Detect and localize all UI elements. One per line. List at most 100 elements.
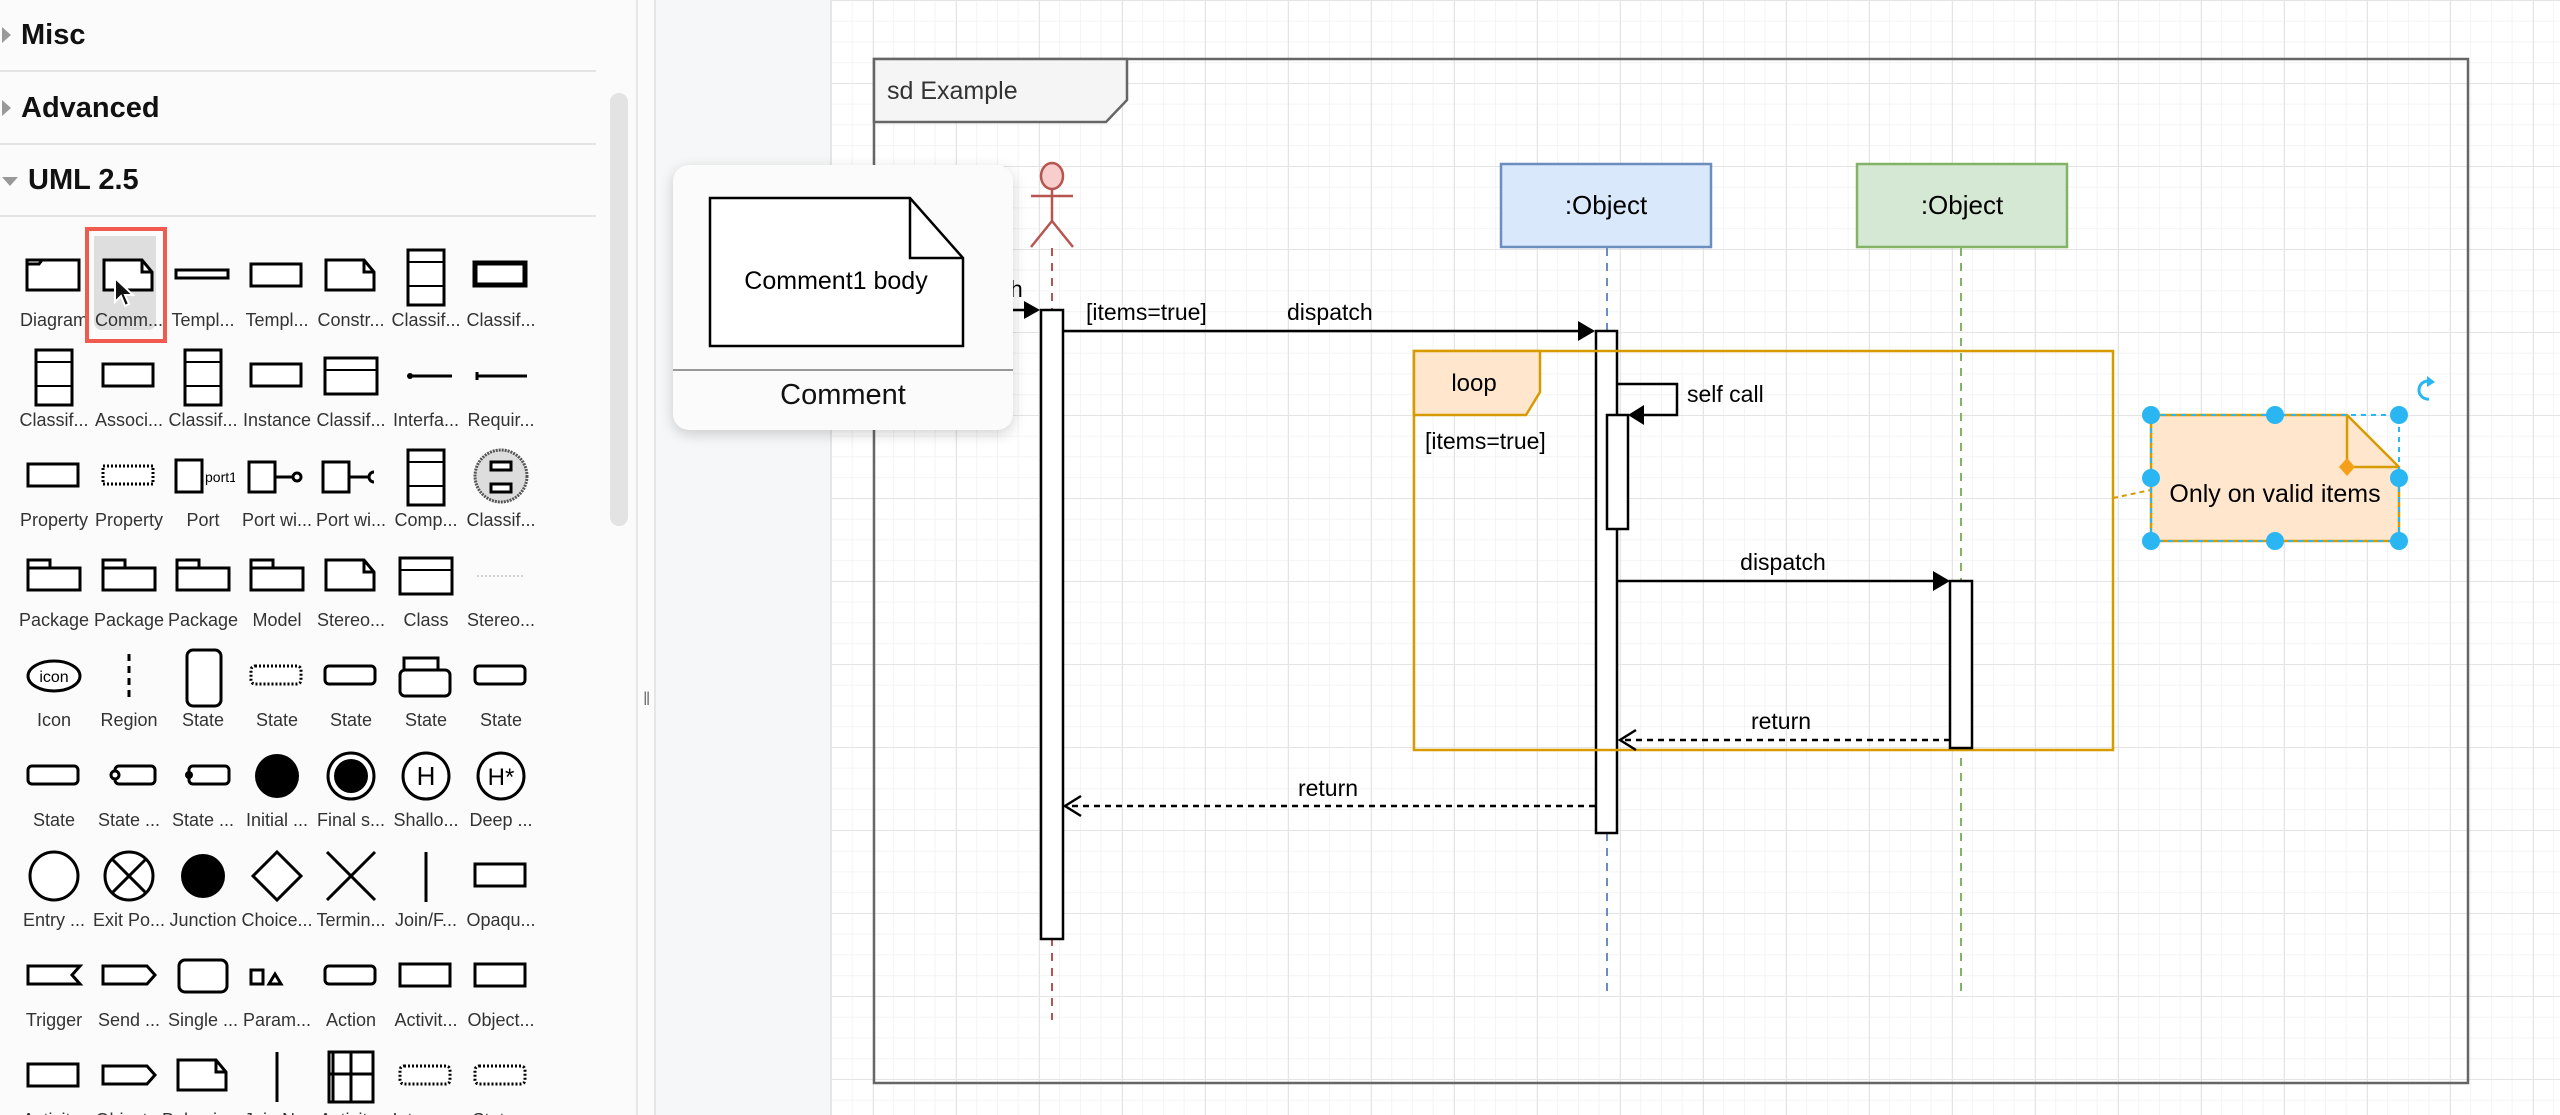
palette-item[interactable]: Choice... <box>240 846 314 946</box>
rotate-handle-icon[interactable] <box>2417 376 2435 401</box>
palette-item[interactable]: State <box>314 646 388 746</box>
palette-item[interactable]: Activit... <box>389 946 463 1046</box>
palette-item[interactable]: Class <box>389 546 463 646</box>
palette-item[interactable]: Diagram <box>17 246 91 346</box>
palette-item[interactable]: Package <box>17 546 91 646</box>
palette-item[interactable]: Behavior... <box>162 1046 244 1115</box>
palette-item[interactable]: Initial ... <box>240 746 314 846</box>
self-call-message[interactable] <box>1617 382 1679 417</box>
palette-item[interactable]: Port wi... <box>240 446 314 546</box>
loop-tab <box>1412 349 1542 417</box>
palette-item[interactable]: Activit... <box>17 1046 91 1115</box>
palette-item[interactable]: Constr... <box>314 246 388 346</box>
palette-item[interactable]: Package <box>166 546 240 646</box>
palette-item[interactable]: H*Deep ... <box>464 746 538 846</box>
palette-item[interactable]: Send ... <box>92 946 166 1046</box>
port-shape-icon: port1 <box>174 458 235 494</box>
palette-item[interactable]: Classif... <box>464 246 538 346</box>
section-misc[interactable]: Misc <box>0 0 596 72</box>
svg-text:port1: port1 <box>205 469 235 485</box>
palette-item[interactable]: Object... <box>92 1046 166 1115</box>
palette-item[interactable]: Requir... <box>464 346 538 446</box>
fold-adjust-handle[interactable] <box>2339 458 2355 476</box>
section-uml[interactable]: UML 2.5 <box>0 145 596 217</box>
actor-activation[interactable] <box>1039 308 1065 941</box>
circle-shape-icon <box>28 850 80 902</box>
palette-item[interactable]: Interfa... <box>389 346 463 446</box>
palette-item[interactable]: Param... <box>240 946 314 1046</box>
object2-activation[interactable] <box>1948 579 1974 750</box>
round-shape-icon <box>323 664 377 686</box>
palette-item[interactable]: State <box>240 646 314 746</box>
palette-item[interactable]: Join N... <box>240 1046 314 1115</box>
palette-item[interactable]: Templ... <box>166 246 240 346</box>
palette-item[interactable]: Classif... <box>464 446 538 546</box>
palette-item-label: Final s... <box>316 810 386 830</box>
object1-box[interactable] <box>1499 162 1713 249</box>
palette-item[interactable]: Termin... <box>314 846 388 946</box>
palette-item[interactable]: Stereo... <box>464 546 538 646</box>
resize-handles[interactable] <box>2142 406 2408 550</box>
palette-item[interactable]: Join/F... <box>389 846 463 946</box>
palette-item[interactable]: State <box>166 646 240 746</box>
sd-frame[interactable] <box>872 57 2470 1085</box>
note-shape[interactable] <box>2149 413 2401 543</box>
palette-item[interactable]: Region <box>92 646 166 746</box>
palette-item-label: Param... <box>242 1010 312 1030</box>
svg-text:icon: icon <box>39 669 68 686</box>
palette-item-label: State <box>479 710 523 730</box>
palette-item[interactable]: State <box>389 646 463 746</box>
palette-item-label: State ... <box>97 810 161 830</box>
palette-item[interactable]: Classif... <box>314 346 388 446</box>
palette-item[interactable]: Object... <box>464 946 538 1046</box>
palette-item[interactable]: Classif... <box>17 346 91 446</box>
palette-item[interactable]: Trigger <box>17 946 91 1046</box>
palette-item[interactable]: Junction <box>166 846 240 946</box>
section-advanced[interactable]: Advanced <box>0 73 596 145</box>
palette-item[interactable]: Final s... <box>314 746 388 846</box>
palette-item[interactable]: Associ... <box>92 346 166 446</box>
arrowhead-icon <box>1578 321 1595 341</box>
palette-item[interactable]: Classif... <box>166 346 240 446</box>
palette-item-label: Property <box>19 510 89 530</box>
palette-item[interactable]: Templ... <box>240 246 314 346</box>
palette-item[interactable]: Instance <box>240 346 314 446</box>
diagram-canvas[interactable]: sd Example h :Object :Object [items=true… <box>832 0 2560 1115</box>
palette-item[interactable]: Exit Po... <box>92 846 166 946</box>
sidebar-resize-handle[interactable]: ‖ <box>638 0 656 1115</box>
palette-item[interactable]: Action <box>314 946 388 1046</box>
section-title: Misc <box>21 18 86 51</box>
palette-item[interactable]: State ... <box>92 746 166 846</box>
palette-item[interactable]: Stereo... <box>314 546 388 646</box>
note-connector[interactable] <box>2112 489 2152 499</box>
palette-item[interactable]: Property <box>17 446 91 546</box>
palette-item[interactable]: Port wi... <box>314 446 388 546</box>
class-shape-icon <box>398 556 454 596</box>
palette-item[interactable]: Single ... <box>166 946 240 1046</box>
palette-item[interactable]: State <box>464 646 538 746</box>
guard-label: [items=true] <box>1086 299 1207 325</box>
palette-item[interactable]: Opaqu... <box>464 846 538 946</box>
object1-activation[interactable] <box>1594 329 1619 835</box>
object2-box[interactable] <box>1855 162 2069 249</box>
loop-fragment[interactable] <box>1412 349 2115 752</box>
actor[interactable] <box>1030 161 1074 248</box>
palette-item[interactable]: Interru... <box>389 1046 463 1115</box>
palette-item[interactable]: Comp... <box>389 446 463 546</box>
palette-item-label: Object... <box>88 1110 170 1115</box>
palette-item[interactable]: State ... <box>166 746 240 846</box>
palette-item[interactable]: Model <box>240 546 314 646</box>
palette-item[interactable]: State... <box>464 1046 538 1115</box>
palette-item[interactable]: Entry ... <box>17 846 91 946</box>
pentagon-shape-icon <box>101 1064 158 1086</box>
palette-item[interactable]: State <box>17 746 91 846</box>
palette-item[interactable]: Activit... <box>314 1046 388 1115</box>
palette-item[interactable]: Package <box>92 546 166 646</box>
palette-item[interactable]: Classif... <box>389 246 463 346</box>
nested-activation[interactable] <box>1605 413 1630 531</box>
sidebar-scrollbar[interactable] <box>610 93 628 526</box>
palette-item[interactable]: Property <box>92 446 166 546</box>
